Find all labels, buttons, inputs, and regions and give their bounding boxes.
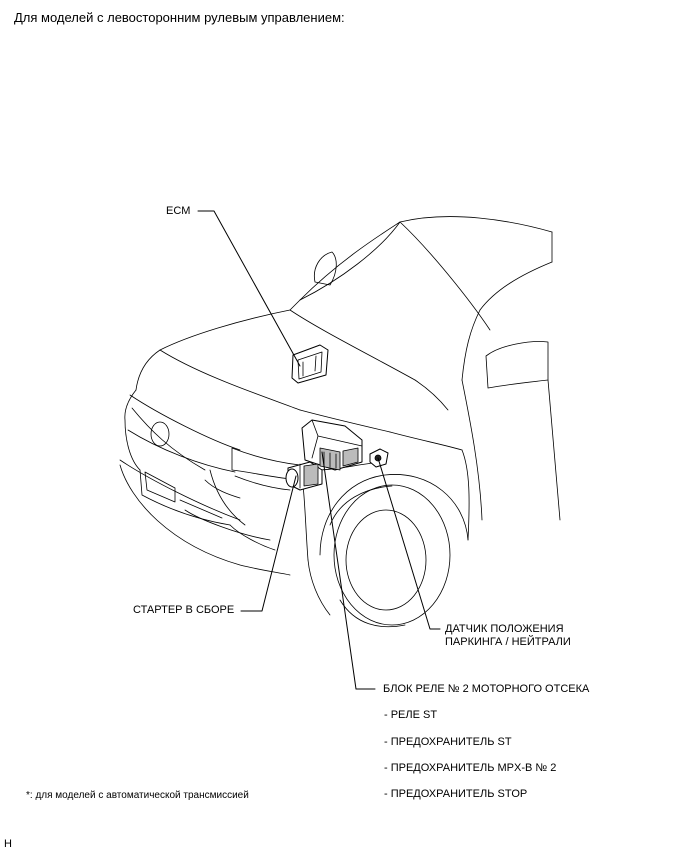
park-neutral-sensor-label-line1: ДАТЧИК ПОЛОЖЕНИЯ	[445, 623, 564, 635]
ecm-label: ECM	[166, 205, 191, 217]
relay-block-leader-line	[321, 451, 376, 690]
relay-block-item-stop-fuse: - ПРЕДОХРАНИТЕЛЬ STOP	[384, 788, 528, 800]
footnote: *: для моделей с автоматической трансмис…	[26, 790, 249, 801]
ecm-part	[291, 344, 329, 384]
page-heading: Для моделей с левосторонним рулевым упра…	[14, 10, 345, 25]
relay-block-item-st-fuse: - ПРЕДОХРАНИТЕЛЬ ST	[384, 736, 512, 748]
park-neutral-switch-part	[369, 448, 389, 468]
relay-block-item-mpx-b-fuse: - ПРЕДОХРАНИТЕЛЬ MPX-B № 2	[384, 762, 557, 774]
corner-mark: H	[4, 838, 12, 850]
relay-block-label: БЛОК РЕЛЕ № 2 МОТОРНОГО ОТСЕКА	[383, 683, 590, 695]
vehicle-outline	[119, 216, 561, 628]
starter-label: СТАРТЕР В СБОРЕ	[133, 604, 235, 616]
ecm-leader-line	[197, 210, 301, 367]
leader-lines	[197, 210, 441, 690]
starter-part	[285, 461, 323, 491]
sensor-leader-line	[377, 457, 441, 630]
relay-block-item-st-relay: - РЕЛЕ ST	[384, 709, 438, 721]
starter-leader-line	[240, 475, 297, 612]
park-neutral-sensor-label-line2: ПАРКИНГА / НЕЙТРАЛИ	[445, 636, 571, 648]
